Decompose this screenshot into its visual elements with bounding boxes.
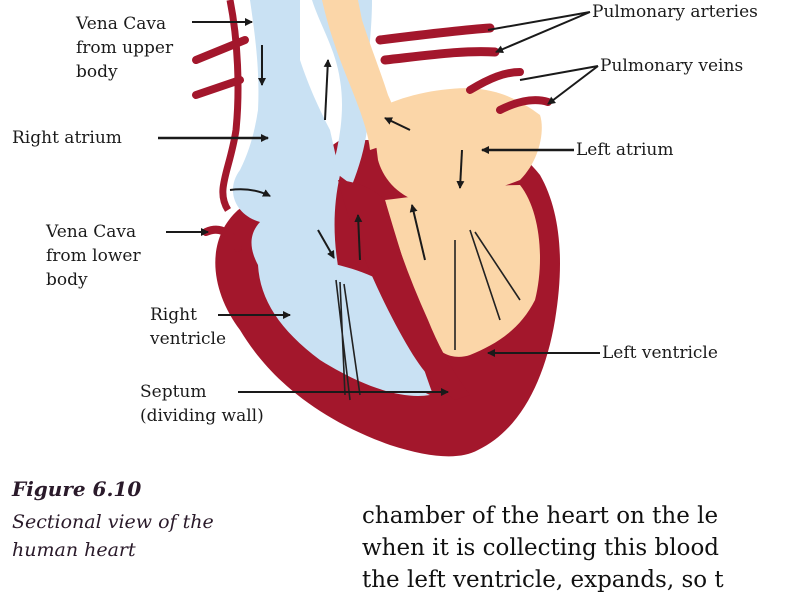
- pulmonary-artery-branch: [380, 28, 495, 60]
- label-line: body: [46, 268, 141, 292]
- leader-pulmonary-arteries: [488, 12, 590, 52]
- caption-line: human heart: [12, 536, 214, 564]
- label-pulmonary-arteries: Pulmonary arteries: [592, 0, 758, 24]
- label-right-ventricle: Right ventricle: [150, 303, 226, 351]
- label-line: body: [76, 60, 173, 84]
- figure-number: Figure 6.10: [12, 477, 141, 501]
- label-septum: Septum (dividing wall): [140, 380, 264, 428]
- label-vena-cava-lower: Vena Cava from lower body: [46, 220, 141, 292]
- label-line: Vena Cava: [76, 12, 173, 36]
- label-vena-cava-upper: Vena Cava from upper body: [76, 12, 173, 84]
- label-pulmonary-veins: Pulmonary veins: [600, 54, 743, 78]
- flow-arrow: [325, 60, 328, 120]
- label-right-atrium: Right atrium: [12, 126, 122, 150]
- body-line: when it is collecting this blood: [362, 532, 724, 564]
- label-line: from upper: [76, 36, 173, 60]
- label-line: Right: [150, 303, 226, 327]
- label-line: ventricle: [150, 327, 226, 351]
- body-line: chamber of the heart on the le: [362, 500, 724, 532]
- figure-caption: Sectional view of the human heart: [12, 508, 214, 564]
- label-line: Vena Cava: [46, 220, 141, 244]
- label-line: from lower: [46, 244, 141, 268]
- body-line: the left ventricle, expands, so t: [362, 564, 724, 596]
- label-line: Septum: [140, 380, 264, 404]
- body-text: chamber of the heart on the le when it i…: [362, 500, 724, 596]
- label-line: (dividing wall): [140, 404, 264, 428]
- caption-line: Sectional view of the: [12, 508, 214, 536]
- label-left-atrium: Left atrium: [576, 138, 673, 162]
- label-left-ventricle: Left ventricle: [602, 341, 718, 365]
